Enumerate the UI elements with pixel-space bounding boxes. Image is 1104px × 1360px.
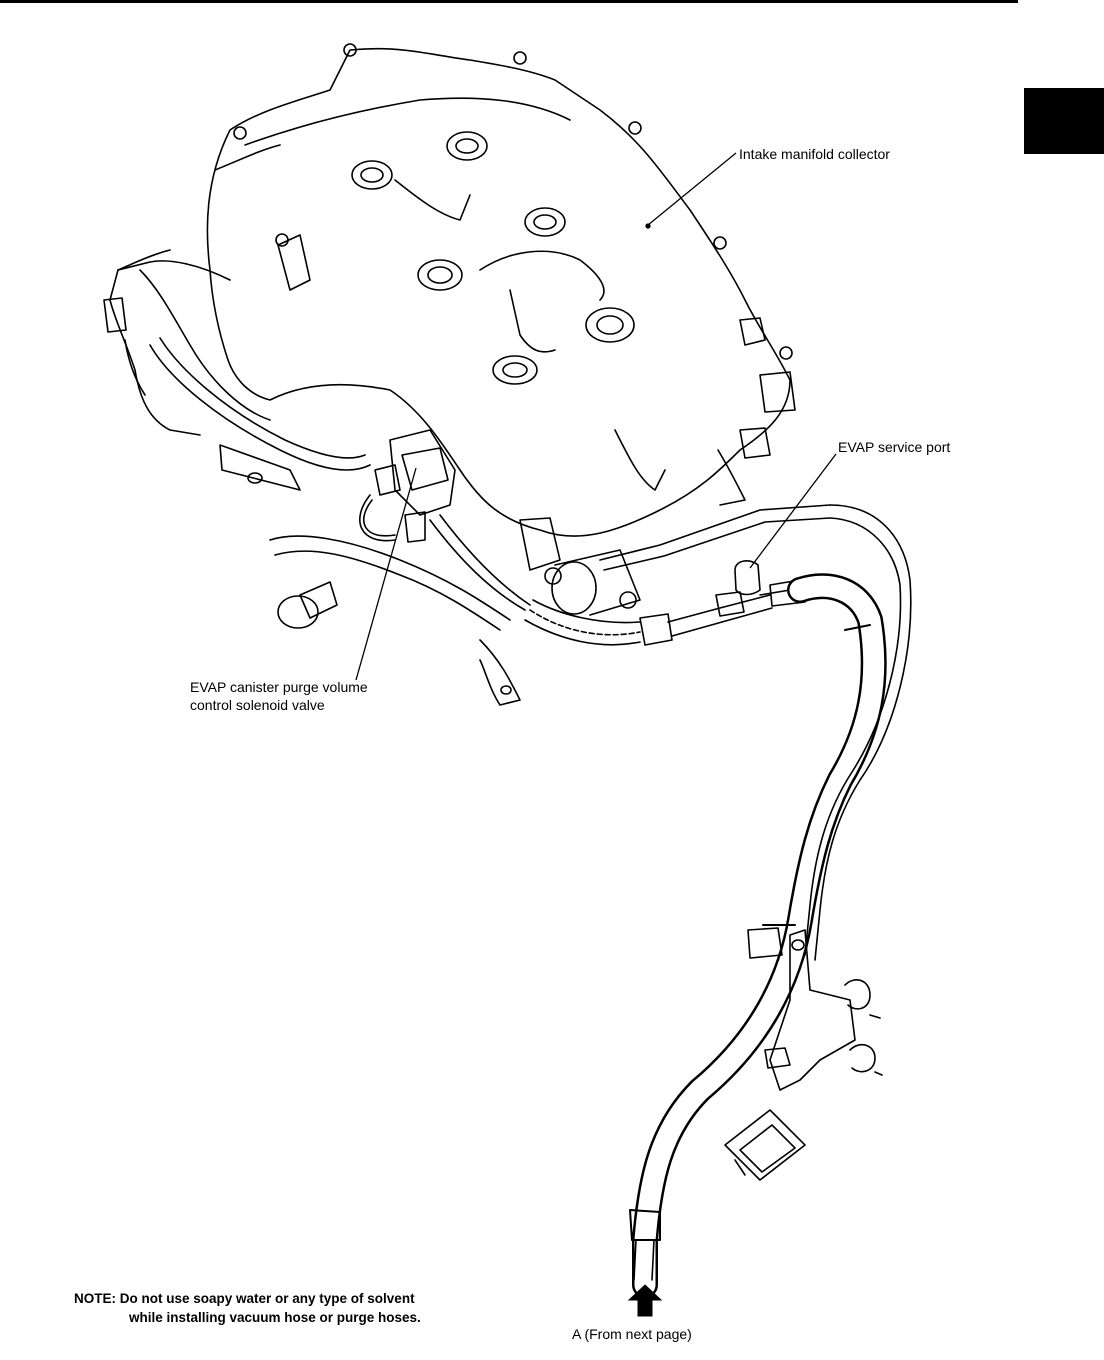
label-intake-manifold-collector: Intake manifold collector xyxy=(739,146,890,162)
note-line-1: NOTE: Do not use soapy water or any type… xyxy=(74,1291,415,1306)
purge-control-valve xyxy=(551,561,597,615)
note-block: NOTE: Do not use soapy water or any type… xyxy=(74,1289,421,1327)
top-rule xyxy=(0,0,1018,3)
evap-service-port xyxy=(734,560,761,596)
manifold-port-6 xyxy=(492,355,538,385)
label-evap-canister-line2: control solenoid valve xyxy=(190,697,325,713)
manifold-port-1 xyxy=(446,131,488,161)
manifold-port-5 xyxy=(585,307,635,343)
note-line-2: while installing vacuum hose or purge ho… xyxy=(129,1310,421,1325)
label-from-next-page: A (From next page) xyxy=(572,1326,692,1342)
label-evap-canister-line1: EVAP canister purge volume xyxy=(190,679,368,695)
leader-solenoid xyxy=(355,467,417,681)
evap-solenoid-valve xyxy=(389,429,456,516)
leader-service-port xyxy=(749,453,837,569)
arrow-up-icon xyxy=(627,1284,663,1317)
manifold-port-3 xyxy=(524,207,566,237)
manifold-port-2 xyxy=(351,160,393,190)
intake-manifold-body xyxy=(206,47,791,537)
section-tab xyxy=(1024,88,1104,154)
label-evap-service-port: EVAP service port xyxy=(838,439,951,455)
manifold-port-4 xyxy=(417,259,463,291)
leader-intake xyxy=(647,152,737,226)
